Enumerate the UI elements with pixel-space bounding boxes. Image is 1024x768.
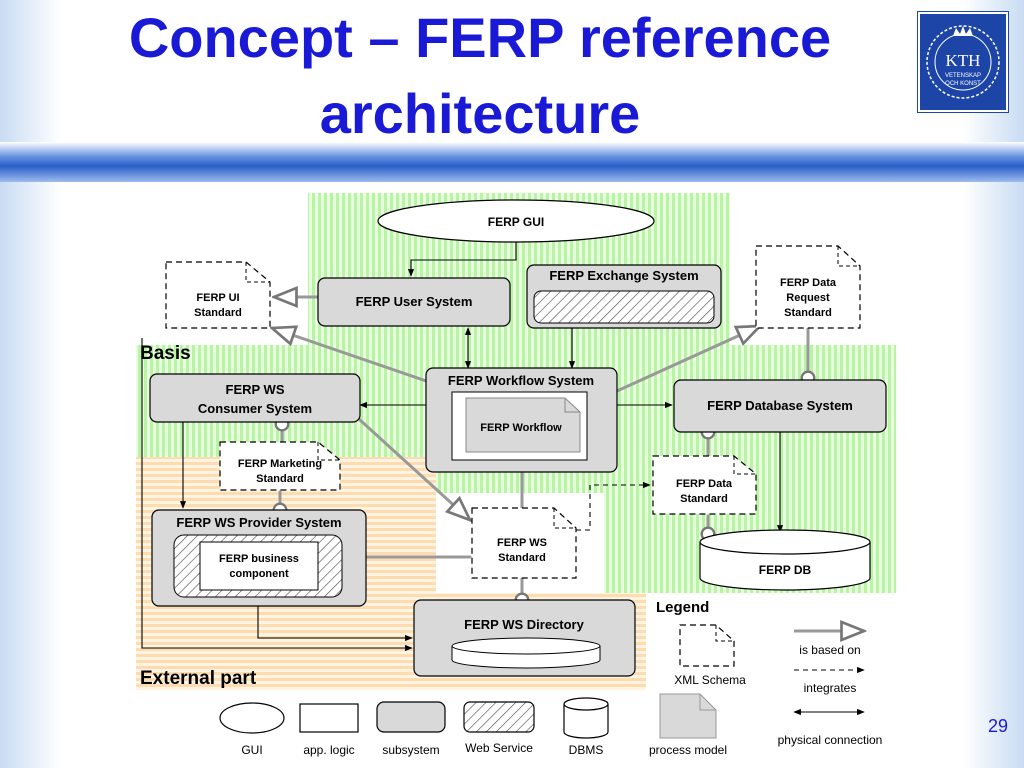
- ferp-marketing-standard-doc: FERP Marketing Standard: [219, 441, 341, 491]
- svg-text:integrates: integrates: [804, 681, 857, 695]
- svg-text:Standard: Standard: [256, 473, 304, 485]
- ferp-user-system: FERP User System: [317, 277, 511, 327]
- svg-text:FERP Database System: FERP Database System: [707, 398, 853, 413]
- svg-text:FERP GUI: FERP GUI: [488, 215, 544, 229]
- svg-text:physical connection: physical connection: [778, 733, 883, 747]
- svg-text:Request: Request: [786, 292, 830, 304]
- slide-title: Concept – FERP reference architecture: [40, 0, 920, 152]
- ferp-gui-node: FERP GUI: [377, 199, 655, 243]
- svg-text:FERP DB: FERP DB: [759, 563, 812, 577]
- legend-subsystem: subsystem: [376, 701, 446, 757]
- legend-process-model: process model: [649, 693, 727, 757]
- title-line-1: Concept – FERP reference: [128, 6, 832, 69]
- svg-text:process model: process model: [649, 743, 727, 757]
- page-number: 29: [987, 716, 1008, 736]
- ferp-ws-provider-system: FERP WS Provider System FERP business co…: [151, 509, 367, 607]
- svg-text:Web Service: Web Service: [465, 741, 533, 755]
- svg-text:Standard: Standard: [784, 307, 832, 319]
- svg-text:subsystem: subsystem: [382, 743, 439, 757]
- svg-text:Standard: Standard: [194, 307, 242, 319]
- ferp-ui-standard-doc: FERP UI Standard: [165, 261, 271, 329]
- svg-text:Consumer System: Consumer System: [198, 401, 312, 416]
- svg-text:FERP Workflow System: FERP Workflow System: [448, 373, 594, 388]
- svg-text:FERP WS: FERP WS: [497, 537, 547, 549]
- ferp-data-standard-doc: FERP Data Standard: [652, 455, 757, 515]
- legend-is-based-on: is based on: [794, 631, 864, 657]
- svg-text:GUI: GUI: [241, 743, 262, 757]
- legend-xml-schema: XML Schema: [674, 624, 746, 687]
- svg-text:FERP Exchange System: FERP Exchange System: [549, 268, 698, 283]
- legend-gui: GUI: [219, 702, 285, 757]
- legend-web-service: Web Service: [463, 701, 535, 755]
- svg-text:VETENSKAP: VETENSKAP: [945, 73, 981, 79]
- ferp-workflow-system: FERP Workflow System FERP Workflow: [425, 367, 618, 473]
- title-band: [0, 142, 1024, 182]
- ferp-ws-standard-doc: FERP WS Standard: [471, 507, 577, 579]
- physical-connections: [141, 242, 784, 652]
- svg-text:DBMS: DBMS: [569, 743, 604, 757]
- ferp-data-request-standard-doc: FERP Data Request Standard: [755, 245, 861, 329]
- business-component-label: FERP business: [219, 553, 299, 565]
- ferp-exchange-system: FERP Exchange System: [526, 264, 722, 329]
- ferp-ws-directory: FERP WS Directory: [413, 599, 636, 677]
- legend: Legend XML Schema is based on integrates…: [219, 599, 883, 757]
- legend-title: Legend: [656, 599, 709, 616]
- external-label: External part: [140, 668, 257, 689]
- legend-integrates: integrates: [794, 666, 865, 695]
- svg-text:OCH KONST: OCH KONST: [945, 81, 981, 87]
- legend-dbms: DBMS: [563, 697, 609, 757]
- svg-text:FERP WS Provider System: FERP WS Provider System: [176, 515, 341, 530]
- legend-physical-connection: physical connection: [778, 708, 883, 747]
- svg-text:FERP WS Directory: FERP WS Directory: [464, 617, 584, 632]
- svg-text:KTH: KTH: [946, 51, 981, 70]
- integrates-connection: [576, 481, 651, 531]
- title-line-2: architecture: [319, 82, 641, 145]
- svg-text:FERP WS: FERP WS: [226, 382, 285, 397]
- svg-text:FERP Marketing: FERP Marketing: [238, 458, 322, 470]
- kth-logo: KTH VETENSKAP OCH KONST: [918, 12, 1008, 112]
- svg-text:FERP UI: FERP UI: [196, 292, 239, 304]
- basis-label: Basis: [140, 343, 191, 364]
- svg-text:XML Schema: XML Schema: [674, 673, 746, 687]
- svg-text:FERP User System: FERP User System: [356, 294, 473, 309]
- kth-logo-graphic: KTH VETENSKAP OCH KONST: [926, 25, 1000, 99]
- ferp-database-system: FERP Database System: [673, 379, 887, 433]
- svg-text:FERP Data: FERP Data: [676, 478, 733, 490]
- svg-text:FERP Data: FERP Data: [780, 277, 837, 289]
- svg-text:Standard: Standard: [680, 493, 728, 505]
- legend-app-logic: app. logic: [299, 703, 359, 757]
- svg-text:component: component: [229, 568, 289, 580]
- svg-text:Standard: Standard: [498, 552, 546, 564]
- svg-text:is based on: is based on: [799, 643, 860, 657]
- svg-text:app. logic: app. logic: [303, 743, 354, 757]
- ferp-workflow-label: FERP Workflow: [480, 422, 562, 434]
- ferp-db-node: FERP DB: [699, 529, 871, 591]
- ferp-ws-consumer-system: FERP WS Consumer System: [149, 373, 361, 423]
